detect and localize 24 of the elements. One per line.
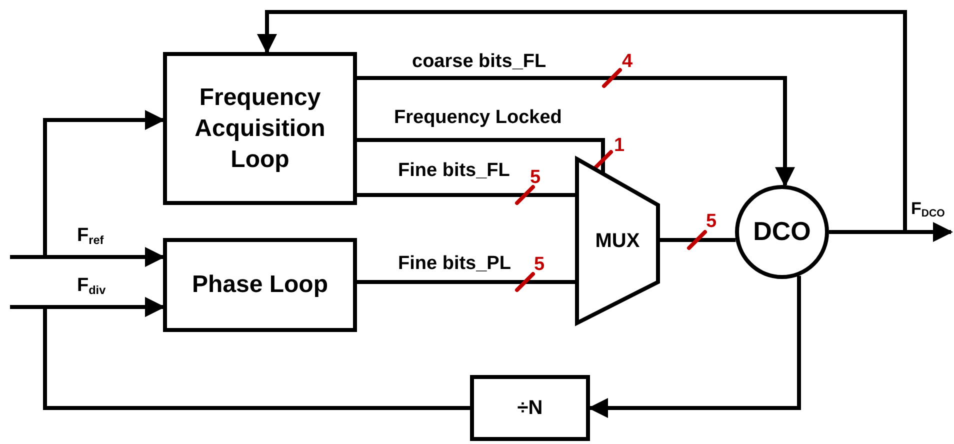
signal-wire [257,10,907,234]
block-label: Phase Loop [190,270,330,300]
block-label: DCO [752,215,812,248]
block-label: MUX [594,229,641,254]
bus-width-number: 5 [534,255,545,274]
signal-wire [588,276,801,418]
block-label: ÷N [516,396,544,421]
signal-wire [357,138,605,173]
signal-wire [43,297,470,410]
signal-wire [357,76,795,188]
bus-width-number: 1 [614,136,625,155]
block-box [163,238,357,332]
bus-width-number: 5 [530,168,541,187]
block-box [470,375,590,441]
multiplexer-shape [575,157,660,325]
signal-wire [660,238,736,242]
signal-wire [357,280,575,284]
bus-width-number: 5 [706,212,717,231]
block-label: Frequency Acquisition Loop [194,82,326,176]
edge-label: Frequency Locked [392,108,564,129]
block-box [163,52,357,205]
bus-width-number: 4 [622,52,633,71]
signal-wire [357,193,575,197]
signal-wire [10,110,165,259]
